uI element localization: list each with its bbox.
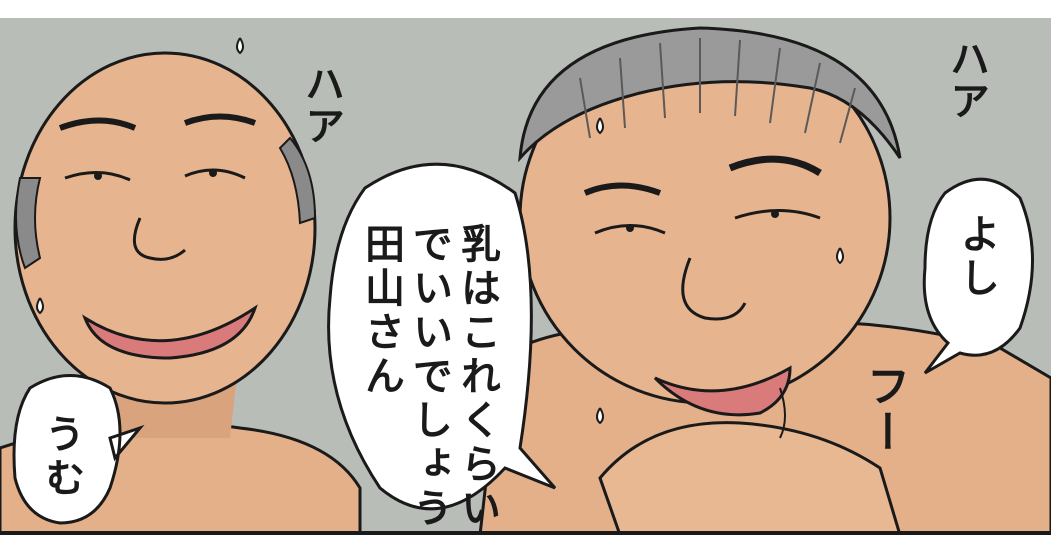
left-bubble-text: うむ bbox=[38, 413, 84, 501]
center-bubble-text: 乳はこれくらい でいいでしょう 田山さん bbox=[350, 223, 500, 531]
sfx-fuu: フー bbox=[858, 363, 910, 455]
center-bubble-line-1: 乳はこれくらい bbox=[454, 223, 500, 531]
sfx-haa-right: ハア bbox=[943, 38, 989, 122]
left-old-man-figure bbox=[0, 37, 362, 535]
right-bubble-text: よし bbox=[953, 213, 999, 301]
panel-illustration bbox=[0, 18, 1051, 535]
sfx-haa-left: ハア bbox=[298, 63, 344, 147]
center-bubble-line-3: 田山さん bbox=[358, 223, 404, 399]
manga-panel: ハア ハア フー 乳はこれくらい でいいでしょう 田山さん よし うむ bbox=[0, 18, 1051, 535]
speech-bubble-center bbox=[327, 162, 557, 511]
right-old-man-figure bbox=[478, 26, 1051, 535]
speech-bubble-left bbox=[12, 374, 145, 525]
center-bubble-line-2: でいいでしょう bbox=[406, 223, 452, 531]
speech-bubble-right bbox=[922, 177, 1034, 375]
